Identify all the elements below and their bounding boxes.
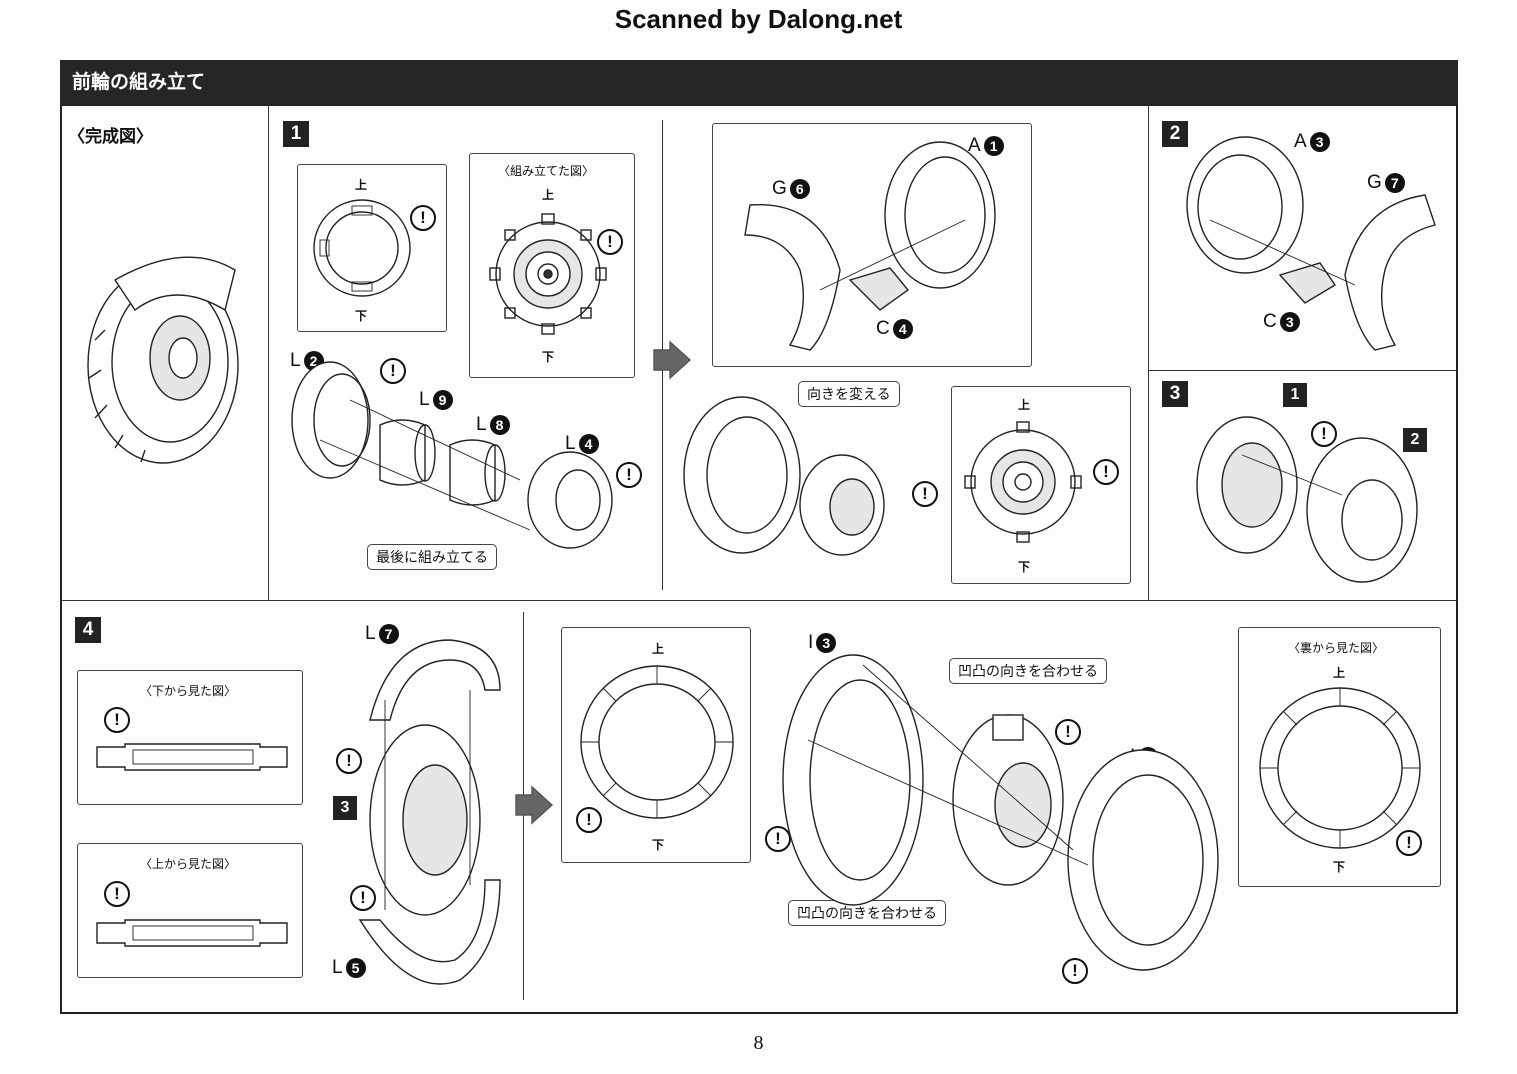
completed-wheel-illustration [87,256,239,464]
page-number: 8 [753,1032,764,1054]
warning-icon: ! [350,885,376,911]
warning-icon: ! [576,807,602,833]
wheel-rim-tire-illustration [782,654,1219,971]
divider [1148,370,1458,371]
warning-icon: ! [410,205,436,231]
assembled-top-label: 上 [542,188,555,202]
hub-assembled-illustration [489,213,607,335]
note-assemble-last: 最後に組み立てる [367,544,497,570]
warning-icon: ! [380,358,406,384]
instruction-frame [60,104,1458,1014]
warning-icon: ! [1055,719,1081,745]
warning-icon: ! [336,748,362,774]
ring-bottom-label: 下 [652,838,665,852]
warning-icon: ! [765,826,791,852]
fender-halves-illustration [358,639,501,985]
warning-icon: ! [1396,830,1422,856]
wheel-guard-combine-illustration [1196,416,1418,583]
warning-icon: ! [104,881,130,907]
ring-top-view-illustration [313,199,411,297]
view-top-label: 上 [355,178,368,192]
note-align-projections: 凹凸の向きを合わせる [949,658,1107,684]
warning-icon: ! [1062,958,1088,984]
warning-icon: ! [1311,421,1337,447]
warning-icon: ! [912,481,938,507]
sub-label: 1 [1283,383,1307,407]
detail-box-bottom-view [77,670,303,805]
detail-box-top-view [77,843,303,978]
step-number: 1 [283,121,309,147]
step-number: 4 [75,617,101,643]
rim-hub-illustration [683,396,885,556]
clip-bottom-illustration [96,743,288,771]
hub-top-label: 上 [1018,398,1031,412]
detail-box-assembled [469,153,635,378]
sub-label: 3 [333,796,357,820]
step-number: 3 [1162,381,1188,407]
divider [1148,104,1149,601]
detail-box-guard [712,123,1032,367]
warning-icon: ! [597,229,623,255]
section-header: 前輪の組み立て [60,60,1458,104]
hub-detail-illustration [964,421,1082,543]
back-top-label: 上 [1333,666,1346,680]
guard-assembly-illustration [744,141,996,351]
guard-assembly-illustration-2 [1186,136,1436,351]
detail-box-hub [951,386,1131,584]
completed-view-label: 〈完成図〉 [68,127,153,147]
detail-box-ring-view [297,164,447,332]
sub-label: 2 [1403,428,1427,452]
ring-front-illustration [580,665,734,819]
warning-icon: ! [616,462,642,488]
ring-top-label: 上 [652,642,665,656]
clip-top-illustration [96,919,288,947]
warning-icon: ! [1093,459,1119,485]
assembled-bottom-label: 下 [542,350,555,364]
assembled-view-title: 〈組み立てた図〉 [498,164,595,178]
detail-box-ring [561,627,751,863]
divider [60,600,1458,601]
step-number: 2 [1162,121,1188,147]
divider [268,104,269,601]
warning-icon: ! [104,707,130,733]
detail-box-back-view [1238,627,1441,887]
next-arrow-icon [653,340,692,380]
top-view-title: 〈上から見た図〉 [140,857,237,871]
ring-back-illustration [1259,687,1421,849]
back-bottom-label: 下 [1333,860,1346,874]
next-arrow-icon [515,785,554,825]
watermark: Scanned by Dalong.net [614,4,903,34]
bottom-view-title: 〈下から見た図〉 [140,684,237,698]
note-change-direction: 向きを変える [798,381,900,407]
back-view-title: 〈裏から見た図〉 [1288,641,1385,655]
hub-exploded-illustration [291,361,613,549]
hub-bottom-label: 下 [1018,560,1031,574]
note-align-projections-2: 凹凸の向きを合わせる [788,900,946,926]
view-bottom-label: 下 [355,309,368,323]
